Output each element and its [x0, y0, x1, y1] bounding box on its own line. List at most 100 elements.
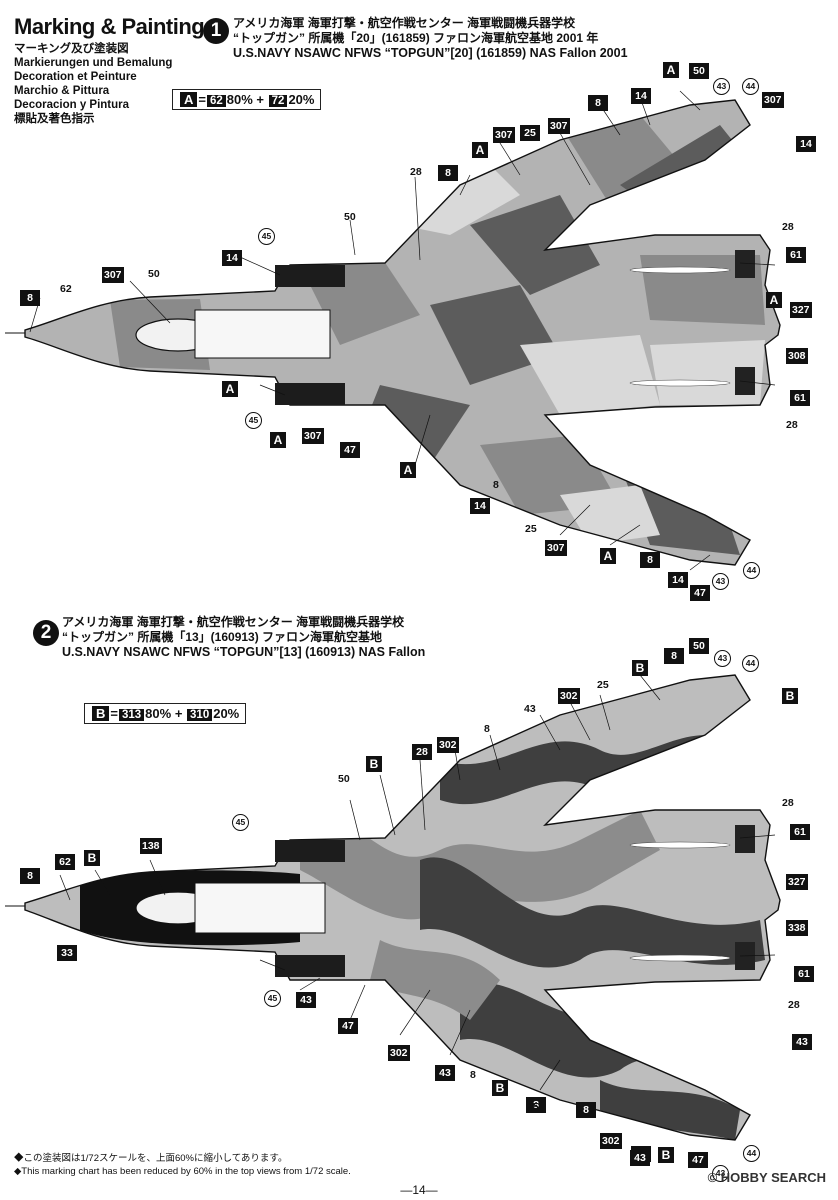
- decal-number-callout: 8: [588, 95, 608, 111]
- language-title: 標貼及著色指示: [14, 113, 95, 125]
- paint-letter-callout: A: [472, 142, 488, 158]
- mix-color-code: 62: [206, 95, 226, 107]
- watermark: © HOBBY SEARCH: [707, 1170, 826, 1185]
- mix-letter: B: [92, 706, 110, 721]
- scheme1-en-line: U.S.NAVY NSAWC NFWS “TOPGUN”[20] (161859…: [233, 46, 628, 60]
- scheme2-jp-line2: “トップガン” 所属機「13」(160913) ファロン海軍航空基地: [62, 630, 383, 644]
- paint-letter-callout: B: [366, 756, 382, 772]
- decal-number-callout: 8: [20, 290, 40, 306]
- scheme-number-badge: 1: [203, 18, 229, 44]
- stencil-decal-callout: 44: [743, 562, 760, 579]
- decal-number-callout: 14: [631, 88, 651, 104]
- paint-letter-callout: A: [222, 381, 238, 397]
- decal-number-callout: 61: [790, 824, 810, 840]
- decal-number-callout: 307: [762, 92, 784, 108]
- language-title-list: マーキング及び塗装図 Markierungen und Bemalung Dec…: [14, 42, 172, 126]
- scheme1-jp-line2: “トップガン” 所属機「20」(161859) ファロン海軍航空基地 2001 …: [233, 31, 599, 45]
- decal-number-callout: 8: [484, 723, 490, 735]
- decal-number-callout: 14: [222, 250, 242, 266]
- decal-number-callout: 43: [435, 1065, 455, 1081]
- decal-number-callout: 25: [527, 1101, 539, 1113]
- decal-number-callout: 138: [140, 838, 162, 854]
- decal-number-callout: 307: [545, 540, 567, 556]
- page-number: —14—: [400, 1183, 438, 1197]
- decal-number-callout: 14: [470, 498, 490, 514]
- stencil-decal-callout: 43: [713, 78, 730, 95]
- decal-number-callout: 14: [668, 572, 688, 588]
- paint-letter-callout: A: [766, 292, 782, 308]
- decal-number-callout: 8: [20, 868, 40, 884]
- mix-percent: 80%: [226, 92, 253, 107]
- decal-number-callout: 327: [790, 302, 812, 318]
- decal-number-callout: 327: [786, 874, 808, 890]
- decal-number-callout: 47: [690, 585, 710, 601]
- mix-percent: 20%: [213, 706, 240, 721]
- decal-number-callout: 28: [410, 166, 422, 178]
- decal-number-callout: 62: [55, 854, 75, 870]
- aircraft-top-view-scheme1: [5, 90, 781, 571]
- decal-number-callout: 307: [493, 127, 515, 143]
- decal-number-callout: 8: [526, 1097, 546, 1113]
- decal-number-callout: 8: [576, 1102, 596, 1118]
- decal-number-callout: 43: [296, 992, 316, 1008]
- decal-number-callout: 61: [794, 966, 814, 982]
- decal-number-callout: 50: [689, 638, 709, 654]
- decal-number-callout: 50: [148, 268, 160, 280]
- decal-number-callout: 43: [524, 703, 536, 715]
- paint-letter-callout: B: [658, 1147, 674, 1163]
- decal-number-callout: 33: [57, 945, 77, 961]
- decal-number-callout: 25: [520, 125, 540, 141]
- decal-number-callout: 8: [438, 165, 458, 181]
- decal-number-callout: 302: [600, 1133, 622, 1149]
- decal-number-callout: 338: [786, 920, 808, 936]
- decal-number-callout: 61: [786, 247, 806, 263]
- decal-number-callout: 47: [688, 1152, 708, 1168]
- decal-number-callout: 47: [338, 1018, 358, 1034]
- decal-number-callout: 50: [689, 63, 709, 79]
- stencil-decal-callout: 44: [742, 655, 759, 672]
- stencil-decal-callout: 45: [232, 814, 249, 831]
- decal-number-callout: 47: [340, 442, 360, 458]
- decal-number-callout: 307: [548, 118, 570, 134]
- decal-number-callout: 8: [493, 479, 499, 491]
- scheme2-heading: アメリカ海軍 海軍打撃・航空作戦センター 海軍戦闘機兵器学校 “トップガン” 所…: [62, 615, 425, 660]
- scale-note: ◆この塗装図は1/72スケールを、上面60%に縮小してあります。 ◆This m…: [14, 1152, 351, 1178]
- mix-color-code: 72: [268, 95, 288, 107]
- decal-number-callout: 50: [344, 211, 356, 223]
- decal-number-callout: 43: [630, 1150, 650, 1166]
- decal-number-callout: 28: [782, 797, 794, 809]
- language-title: マーキング及び塗装図: [14, 43, 129, 55]
- decal-number-callout: 61: [790, 390, 810, 406]
- decal-number-callout: 8: [664, 648, 684, 664]
- paint-letter-callout: A: [600, 548, 616, 564]
- stencil-decal-callout: 43: [714, 650, 731, 667]
- scheme-number-badge: 2: [33, 620, 59, 646]
- decal-number-callout: 25: [597, 679, 609, 691]
- mix-color-code: 310: [187, 709, 213, 721]
- scheme1-jp-line1: アメリカ海軍 海軍打撃・航空作戦センター 海軍戦闘機兵器学校: [233, 16, 576, 30]
- mix-percent: 80%: [145, 706, 172, 721]
- paint-letter-callout: B: [84, 850, 100, 866]
- language-title: Markierungen und Bemalung: [14, 57, 173, 69]
- aircraft-top-view-scheme2: [5, 674, 781, 1141]
- decal-number-callout: 28: [412, 744, 432, 760]
- scheme2-en-line: U.S.NAVY NSAWC NFWS “TOPGUN”[13] (160913…: [62, 645, 426, 659]
- decal-number-callout: 62: [60, 283, 72, 295]
- decal-number-callout: 14: [796, 136, 816, 152]
- decal-number-callout: 25: [525, 523, 537, 535]
- paint-letter-callout: A: [270, 432, 286, 448]
- stencil-decal-callout: 45: [245, 412, 262, 429]
- decal-number-callout: 302: [558, 688, 580, 704]
- paint-letter-callout: B: [492, 1080, 508, 1096]
- language-title: Marchio & Pittura: [14, 85, 110, 97]
- decal-number-callout: 8: [640, 552, 660, 568]
- decal-number-callout: 43: [792, 1034, 812, 1050]
- scheme1-heading: アメリカ海軍 海軍打撃・航空作戦センター 海軍戦闘機兵器学校 “トップガン” 所…: [233, 16, 628, 61]
- decal-number-callout: 307: [102, 267, 124, 283]
- decal-number-callout: 8: [470, 1069, 476, 1081]
- language-title: Decoration et Peinture: [14, 71, 137, 83]
- stencil-decal-callout: 43: [712, 573, 729, 590]
- language-title: Decoracion y Pintura: [14, 99, 130, 111]
